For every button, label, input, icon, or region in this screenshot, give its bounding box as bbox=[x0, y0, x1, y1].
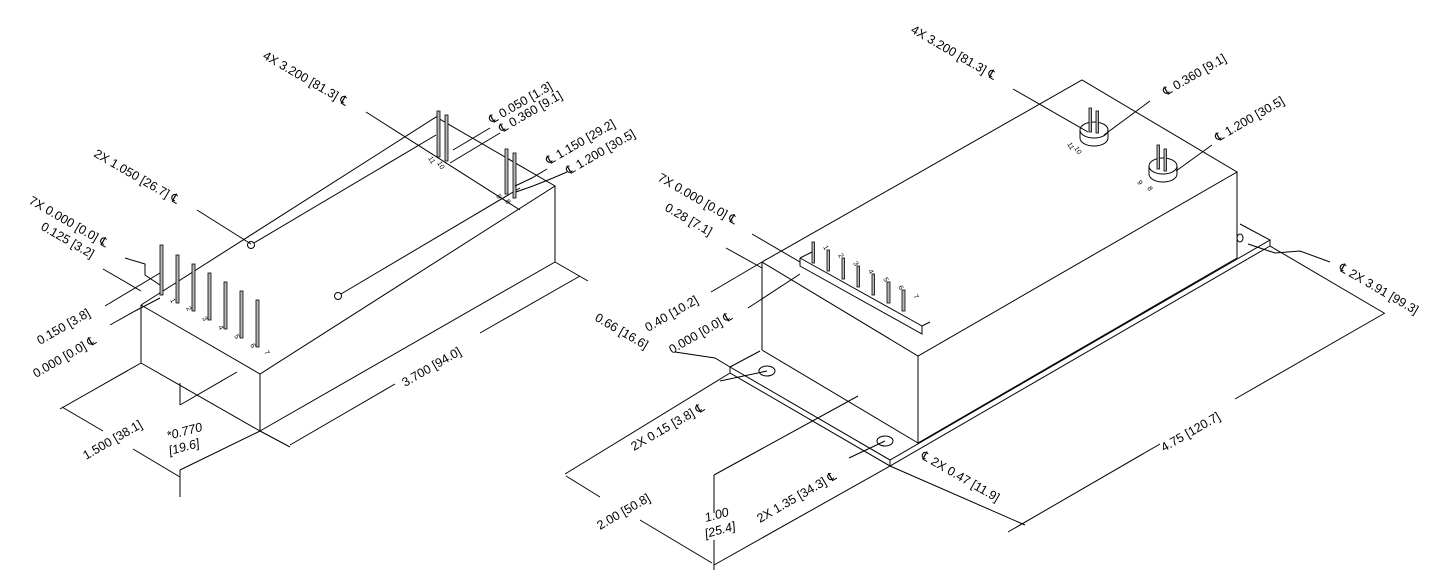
dim-rear-pins-x: 4X 3.200 [81.3] ℄ bbox=[261, 48, 352, 109]
left-dimension-labels: 4X 3.200 [81.3] ℄ ℄ 0.050 [1.3] ℄ 0.360 … bbox=[27, 48, 638, 462]
dim-width: 2.00 [50.8] bbox=[595, 491, 653, 533]
pin-number: 4 bbox=[216, 325, 224, 332]
left-leaders bbox=[59, 111, 589, 497]
pin-number: 11 bbox=[426, 156, 436, 166]
mount-hole bbox=[334, 292, 342, 300]
pin-number: 3 bbox=[200, 316, 208, 323]
pin-number: 9 bbox=[494, 194, 502, 201]
right-pin-header: 1 2 3 4 5 6 7 bbox=[799, 241, 931, 335]
dim-hole-spacing: 2X 1.050 [26.7] ℄ bbox=[92, 146, 183, 207]
pin-number: 8 bbox=[1145, 186, 1153, 193]
right-leaders bbox=[564, 88, 1386, 570]
dim-pin-10-11-y: ℄ 0.360 [9.1] bbox=[1160, 51, 1229, 99]
pin-number: 5 bbox=[881, 277, 889, 284]
pin-number: 9 bbox=[1135, 180, 1143, 187]
pin-number: 5 bbox=[232, 334, 240, 341]
right-rear-connectors: 11 10 9 8 bbox=[1065, 107, 1178, 193]
dim-rear-pins-x: 4X 3.200 [81.3] ℄ bbox=[909, 22, 1000, 83]
dim-height-in: 1.00 bbox=[703, 505, 730, 525]
pin-number: 1 bbox=[168, 298, 176, 305]
dim-flange-hole-spacing: ℄ 2X 3.91 [99.3] bbox=[1336, 260, 1421, 317]
dim-length: 4.75 [120.7] bbox=[1159, 409, 1223, 454]
dim-hole-y: 2X 1.35 [34.3] ℄ bbox=[755, 468, 840, 525]
right-isometric-view: 1 2 3 4 5 6 7 11 10 9 8 bbox=[564, 22, 1421, 570]
pin-number: 2 bbox=[836, 253, 844, 260]
left-box-body bbox=[140, 116, 556, 432]
dim-width: 1.500 [38.1] bbox=[81, 417, 145, 462]
right-dimension-labels: 4X 3.200 [81.3] ℄ ℄ 0.360 [9.1] ℄ 1.200 … bbox=[593, 22, 1421, 541]
dim-header-a: 0.40 [10.2] bbox=[643, 293, 701, 335]
dim-length: 3.700 [94.0] bbox=[400, 344, 464, 389]
pin-number: 6 bbox=[248, 343, 256, 350]
right-box-body bbox=[761, 79, 1238, 444]
left-front-pins: 1 2 3 4 5 6 7 bbox=[159, 244, 270, 357]
pin-number: 11 bbox=[1065, 142, 1075, 152]
pin-number: 10 bbox=[1072, 146, 1082, 156]
pin-number: 4 bbox=[866, 269, 874, 276]
left-isometric-view: 1 2 3 4 5 6 7 11 10 9 8 bbox=[27, 48, 638, 497]
pin-number: 3 bbox=[851, 261, 859, 268]
dim-flange-height: 0.66 [16.6] bbox=[593, 310, 651, 352]
pin-number: 10 bbox=[435, 161, 445, 171]
dim-mount-hole-offset: 2X 0.15 [3.8] ℄ bbox=[629, 400, 708, 454]
pin-number: 7 bbox=[262, 350, 270, 357]
pin-number: 6 bbox=[896, 285, 904, 292]
dim-pin-8-9-y: ℄ 1.200 [30.5] bbox=[1212, 94, 1287, 145]
pin-number: 2 bbox=[184, 306, 192, 313]
pin-number: 7 bbox=[911, 294, 919, 301]
pin-number: 1 bbox=[821, 245, 829, 252]
flange-mount-hole bbox=[1236, 233, 1244, 243]
